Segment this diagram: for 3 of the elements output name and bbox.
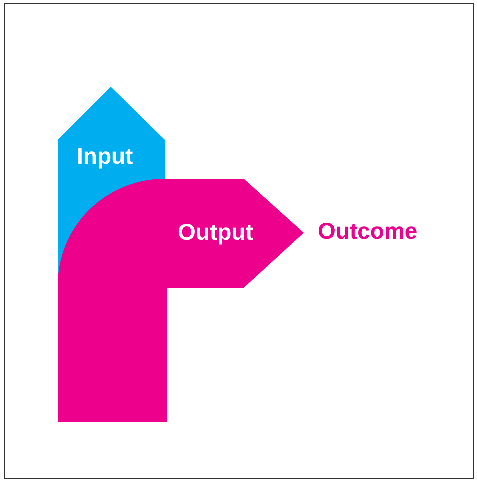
arrow-label: Input [77, 145, 134, 168]
arrow-label: Output [178, 221, 254, 244]
outcome-label: Outcome [318, 220, 418, 243]
